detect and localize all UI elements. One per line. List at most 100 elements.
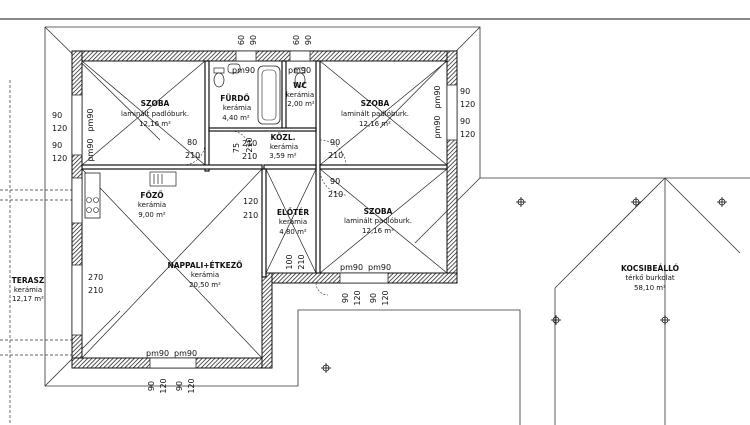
dim-label: 120: [187, 378, 196, 393]
dim-label: 120: [460, 130, 475, 139]
dim-label: 90: [369, 293, 378, 303]
room-wc-name: WC: [293, 81, 307, 90]
dim-label: 75: [232, 143, 241, 153]
room-wc-area: 2,00 m²: [287, 100, 315, 108]
dim-pm90: pm90: [86, 108, 95, 131]
dim-label: 120: [353, 290, 362, 305]
dim-label: 120: [243, 197, 258, 206]
room-eloter-area: 4,80 m²: [279, 228, 307, 236]
interior-walls: [81, 60, 448, 278]
room-terasz-floor: kerámia: [14, 286, 42, 294]
room-labels: SZOBA laminált padlóburk. 12,16 m² FÜRDŐ…: [12, 81, 679, 303]
room-szoba-area: 12,16 m²: [139, 120, 171, 128]
room-terasz-name: TERASZ: [12, 276, 45, 285]
sanitary-fixtures: [213, 63, 306, 125]
room-szoba2-name: SZOBA: [361, 99, 390, 108]
dim-label: 210: [242, 152, 257, 161]
room-nappali-name: NAPPALI+ÉTKEZŐ: [167, 261, 242, 270]
room-kozl-area: 3,59 m²: [269, 152, 297, 160]
dim-label: 90: [175, 381, 184, 391]
room-szoba3-name: SZOBA: [364, 207, 393, 216]
dim-label: 210: [243, 211, 258, 220]
dim-pm90: pm90: [174, 349, 197, 358]
dimension-labels: 60 90 60 90 pm90 pm90 90 120 90 120 pm90…: [52, 35, 475, 394]
room-nappali-floor: kerámia: [191, 271, 219, 279]
room-terasz-area: 12,17 m²: [12, 295, 44, 303]
room-szoba2-area: 12,16 m²: [359, 120, 391, 128]
room-kozl-floor: kerámia: [270, 143, 298, 151]
dim-label: 120: [159, 378, 168, 393]
dim-pm90: pm90: [86, 138, 95, 161]
dim-pm90: pm90: [288, 66, 311, 75]
room-szoba-floor: laminált padlóburk.: [121, 110, 189, 118]
room-fozo-name: FŐZŐ: [140, 191, 163, 200]
dim-pm90: pm90: [340, 263, 363, 272]
room-eloter-floor: kerámia: [279, 218, 307, 226]
dim-label: 210: [88, 286, 103, 295]
dim-label: 100: [285, 254, 294, 269]
dim-label: 120: [460, 100, 475, 109]
room-kozl-name: KÖZL.: [271, 133, 296, 142]
dim-pm90: pm90: [146, 349, 169, 358]
toilet-icon: [294, 67, 306, 88]
door-swings: [182, 130, 347, 296]
dim-pm90: pm90: [368, 263, 391, 272]
dim-label: 90: [330, 177, 340, 186]
column-marker-icon: [516, 197, 526, 207]
dim-pm90: pm90: [232, 66, 255, 75]
dim-label: 90: [52, 141, 62, 150]
dim-label: 120: [381, 290, 390, 305]
column-marker-icon: [551, 315, 561, 325]
room-kocsibeallo-name: KOCSIBEÁLLÓ: [621, 264, 679, 273]
dim-label: 210: [297, 254, 306, 269]
room-furdo-floor: kerámia: [223, 104, 251, 112]
dim-label: 90: [249, 35, 258, 45]
toilet-icon: [213, 67, 225, 88]
dim-pm90: pm90: [433, 115, 442, 138]
dim-label: 80: [187, 138, 197, 147]
room-szoba2-floor: laminált padlóburk.: [341, 110, 409, 118]
dim-label: 90: [460, 117, 470, 126]
dim-label: 210: [328, 190, 343, 199]
dim-label: 60: [292, 35, 301, 45]
dim-label: 60: [237, 35, 246, 45]
column-markers: [321, 197, 727, 373]
room-diagonals: [81, 60, 448, 359]
sink-icon: [149, 171, 177, 187]
dim-label: 120: [52, 124, 67, 133]
room-fozo-area: 9,00 m²: [138, 211, 166, 219]
left-dashed-lines: [0, 80, 75, 425]
dim-label: 90: [147, 381, 156, 391]
dim-label: 210: [328, 151, 343, 160]
room-kocsibeallo-area: 58,10 m²: [634, 284, 666, 292]
dim-label: 90: [460, 87, 470, 96]
dim-label: 270: [88, 273, 103, 282]
dim-label: 210: [245, 137, 254, 152]
dim-label: 90: [304, 35, 313, 45]
dim-label: 210: [185, 151, 200, 160]
column-marker-icon: [660, 315, 670, 325]
room-furdo-area: 4,40 m²: [222, 114, 250, 122]
kitchen-counter: [84, 171, 177, 219]
dim-label: 90: [52, 111, 62, 120]
room-fozo-floor: kerámia: [138, 201, 166, 209]
column-marker-icon: [321, 363, 331, 373]
room-szoba-name: SZOBA: [141, 99, 170, 108]
room-nappali-area: 20,50 m²: [189, 281, 221, 289]
dim-label: 120: [52, 154, 67, 163]
room-kocsibeallo-floor: térkő burkolat: [625, 273, 675, 282]
dim-pm90: pm90: [433, 85, 442, 108]
dim-label: 90: [330, 138, 340, 147]
washbasin-icon: [227, 63, 241, 74]
room-szoba3-floor: laminált padlóburk.: [344, 217, 412, 225]
room-wc-floor: kerámia: [286, 91, 314, 99]
room-furdo-name: FÜRDŐ: [220, 94, 250, 103]
room-eloter-name: ELŐTÉR: [277, 208, 310, 217]
room-szoba3-area: 12,16 m²: [362, 227, 394, 235]
column-marker-icon: [631, 197, 641, 207]
dim-label: 90: [341, 293, 350, 303]
bathtub-icon: [257, 65, 281, 125]
column-marker-icon: [717, 197, 727, 207]
dim-label: 210: [242, 139, 257, 148]
